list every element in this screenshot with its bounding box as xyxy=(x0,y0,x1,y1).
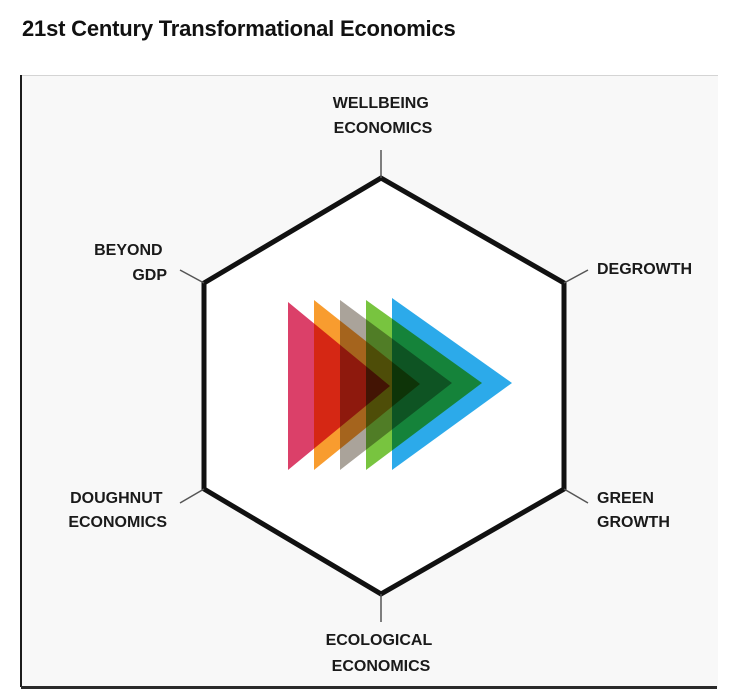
label-line: DOUGHNUT xyxy=(70,490,163,507)
connector-lines xyxy=(179,150,589,622)
node-label-ecological-economics: ECOLOGICAL ECONOMICS xyxy=(326,632,437,675)
node-label-doughnut-economics: DOUGHNUT ECONOMICS xyxy=(68,490,167,531)
node-label-degrowth: DEGROWTH xyxy=(597,261,692,278)
node-label-green-growth: GREEN GROWTH xyxy=(597,490,670,531)
label-line: ECONOMICS xyxy=(68,514,167,531)
connector-lower-left xyxy=(179,488,205,504)
panel-left-edge xyxy=(20,75,22,687)
connector-upper-left xyxy=(179,269,205,284)
label-line: ECOLOGICAL xyxy=(326,632,433,649)
connector-lower-right xyxy=(563,488,589,504)
page-title: 21st Century Transformational Economics xyxy=(22,16,456,41)
label-line: BEYOND xyxy=(94,242,162,259)
label-line: GDP xyxy=(132,267,167,284)
label-line: DEGROWTH xyxy=(597,261,692,278)
label-line: GREEN xyxy=(597,490,654,507)
label-line: ECONOMICS xyxy=(334,120,433,137)
node-label-beyond-gdp: BEYOND GDP xyxy=(94,242,167,284)
panel-bottom-edge xyxy=(21,686,717,689)
connector-upper-right xyxy=(563,269,589,284)
node-label-wellbeing-economics: WELLBEING ECONOMICS xyxy=(333,95,433,137)
arrow-triangle-5 xyxy=(392,298,512,470)
label-line: ECONOMICS xyxy=(332,658,431,675)
transformation-arrows xyxy=(288,298,512,470)
label-line: WELLBEING xyxy=(333,95,429,112)
label-line: GROWTH xyxy=(597,514,670,531)
